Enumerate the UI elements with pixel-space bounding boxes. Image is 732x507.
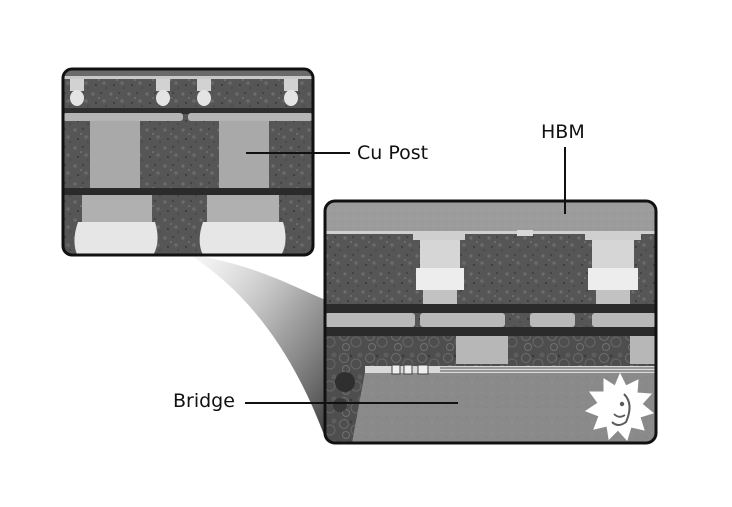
lower-pad bbox=[82, 195, 152, 223]
hbm-label: HBM bbox=[541, 121, 585, 143]
bridge-post bbox=[630, 336, 656, 364]
rdl-pad bbox=[63, 113, 183, 121]
bridge-die bbox=[352, 372, 656, 443]
top-die-layer bbox=[63, 69, 313, 78]
rdl-pad bbox=[188, 113, 313, 121]
inset-frame bbox=[61, 67, 315, 257]
lower-pad bbox=[207, 195, 279, 223]
bridge-post bbox=[456, 336, 508, 364]
hbm-bridge-inset bbox=[323, 199, 658, 445]
zoom-projection-cone bbox=[190, 255, 326, 440]
cu-post bbox=[90, 121, 140, 191]
solder-ball bbox=[199, 222, 286, 255]
cu-post-inset bbox=[61, 67, 315, 257]
solder-ball bbox=[74, 222, 158, 255]
bridge-label: Bridge bbox=[173, 390, 235, 412]
sun-face-logo-icon bbox=[584, 372, 655, 441]
hbm-die bbox=[325, 201, 656, 232]
hbm-bumps bbox=[413, 232, 641, 308]
inset-frame bbox=[323, 199, 658, 445]
micro-bumps bbox=[70, 79, 298, 106]
cu-post bbox=[219, 121, 269, 191]
cu-post-label: Cu Post bbox=[357, 142, 429, 164]
